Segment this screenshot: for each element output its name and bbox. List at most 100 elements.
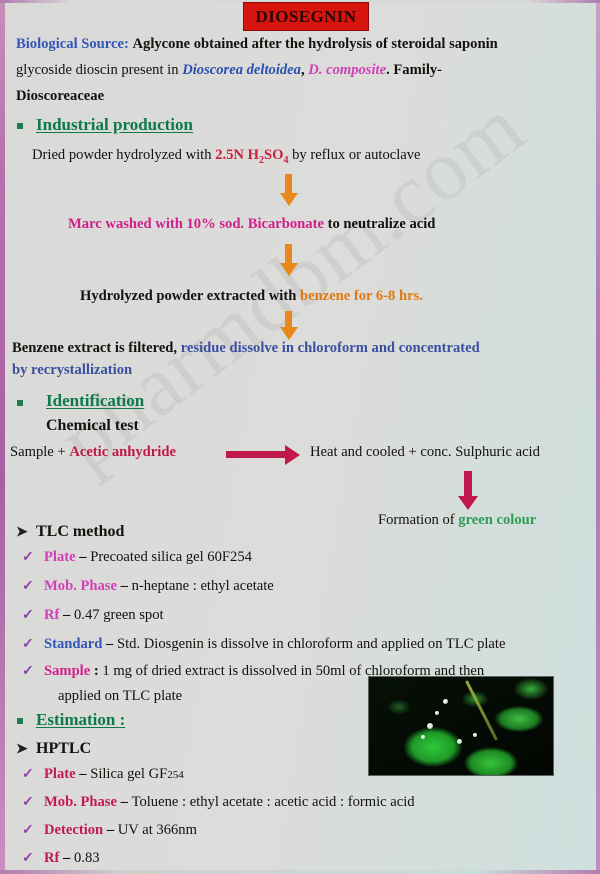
tlc-row-2-sep: – xyxy=(59,607,74,623)
tlc-row-4: Sample : 1 mg of dried extract is dissol… xyxy=(44,663,484,680)
estimation-row-1: Mob. Phase – Toluene : ethyl acetate : a… xyxy=(44,794,415,811)
industrial-step-3b: benzene for 6-8 hrs. xyxy=(299,288,423,304)
tlc-sample-continuation: applied on TLC plate xyxy=(58,688,183,704)
tlc-row-4-label: Sample xyxy=(44,663,91,679)
water-droplet xyxy=(443,699,448,704)
tlc-row-1-sep: – xyxy=(116,578,132,594)
biological-source-text-2a: glycoside dioscin present in xyxy=(16,62,183,78)
industrial-step-4b: residue dissolve in chloroform and conce… xyxy=(180,340,480,356)
square-bullet-icon-identification xyxy=(17,400,23,406)
industrial-step-1b: 2.5N H2SO4 xyxy=(215,147,289,166)
tlc-row-3-value: Std. Diosgenin is dissolve in chloroform… xyxy=(117,636,506,652)
industrial-step-2: Marc washed with 10% sod. Bicarbonate to… xyxy=(68,216,435,233)
check-bullet-icon-tlc-1: ✓ xyxy=(22,579,34,594)
reaction-right: Heat and cooled + conc. Sulphuric acid xyxy=(310,444,540,460)
check-bullet-icon-tlc-4: ✓ xyxy=(22,664,34,679)
tlc-row-3-label: Standard xyxy=(44,636,103,652)
species-d-composite: D. composite xyxy=(308,62,387,78)
industrial-step-1a: Dried powder hydrolyzed with xyxy=(32,147,216,163)
industrial-step-2b: to neutralize acid xyxy=(323,216,436,232)
family-label: Family- xyxy=(393,62,443,78)
estimation-row-1-value: Toluene : ethyl acetate : acetic acid : … xyxy=(131,794,415,810)
subheading-hptlc: HPTLC xyxy=(36,740,92,757)
water-droplet xyxy=(473,733,477,737)
biological-source-label: Biological Source: xyxy=(16,36,129,52)
estimation-row-0-sep: – xyxy=(75,766,91,782)
heading-identification: Identification xyxy=(46,391,145,410)
right-border-accent xyxy=(596,0,600,874)
reaction-left-a: Sample + xyxy=(10,444,70,460)
subheading-chemical-test: Chemical test xyxy=(46,417,139,434)
slide-title-box: DIOSEGNIN xyxy=(243,2,369,31)
reaction-result-a: Formation of xyxy=(378,512,459,528)
species-dioscorea-deltoidea: Dioscorea deltoidea xyxy=(182,62,301,78)
water-droplet xyxy=(435,711,439,715)
left-border-accent xyxy=(0,0,5,874)
tlc-row-4-sep: : xyxy=(90,663,103,679)
check-bullet-icon-est-3: ✓ xyxy=(22,851,34,866)
species-period: . xyxy=(386,62,390,78)
square-bullet-icon-industrial xyxy=(17,123,23,129)
chevron-bullet-icon-tlc: ➤ xyxy=(16,525,28,540)
check-bullet-icon-est-2: ✓ xyxy=(22,823,34,838)
tlc-row-4-value: 1 mg of dried extract is dissolved in 50… xyxy=(102,663,485,679)
water-droplet xyxy=(457,739,462,744)
estimation-row-2: Detection – UV at 366nm xyxy=(44,822,197,839)
reaction-left: Sample + Acetic anhydride xyxy=(10,444,176,461)
estimation-row-3: Rf – 0.83 xyxy=(44,850,100,867)
tlc-row-0: Plate – Precoated silica gel 60F254 xyxy=(44,549,252,566)
industrial-step-4c: by recrystallization xyxy=(12,362,133,378)
reaction-reagent-acetic-anhydride: Acetic anhydride xyxy=(69,444,176,460)
top-border-accent xyxy=(0,0,600,3)
estimation-row-1-sep: – xyxy=(116,794,132,810)
tlc-row-3: Standard – Std. Diosgenin is dissolve in… xyxy=(44,636,600,653)
green-leaves-photo xyxy=(368,676,554,776)
industrial-step-4: Benzene extract is filtered, residue dis… xyxy=(12,340,592,357)
biological-source-line-1: Biological Source: Aglycone obtained aft… xyxy=(16,36,588,53)
check-bullet-icon-est-1: ✓ xyxy=(22,795,34,810)
check-bullet-icon-tlc-0: ✓ xyxy=(22,550,34,565)
estimation-row-2-sep: – xyxy=(103,822,118,838)
water-droplet xyxy=(421,735,425,739)
tlc-row-3-sep: – xyxy=(102,636,117,652)
industrial-step-3: Hydrolyzed powder extracted with benzene… xyxy=(80,288,423,305)
bottom-border-accent xyxy=(0,870,600,874)
industrial-step-4a: Benzene extract is filtered, xyxy=(12,340,181,356)
water-droplet xyxy=(427,723,433,729)
biological-source-text-1: Aglycone obtained after the hydrolysis o… xyxy=(132,36,498,52)
tlc-row-2: Rf – 0.47 green spot xyxy=(44,607,164,624)
estimation-row-2-value: UV at 366nm xyxy=(117,822,197,838)
heading-industrial-production: Industrial production xyxy=(36,115,193,134)
page-title: DIOSEGNIN xyxy=(255,6,357,26)
heading-tlc-method: TLC method xyxy=(36,523,125,540)
estimation-row-0-value: Silica gel GF xyxy=(90,766,168,782)
tlc-row-0-label: Plate xyxy=(44,549,76,565)
estimation-row-2-label: Detection xyxy=(44,822,104,838)
estimation-row-0-label: Plate xyxy=(44,766,76,782)
tlc-row-1-value: n-heptane : ethyl acetate xyxy=(131,578,274,594)
estimation-row-0: Plate – Silica gel GF254 xyxy=(44,766,184,783)
family-value: Dioscoreaceae xyxy=(16,88,105,104)
tlc-row-1-label: Mob. Phase xyxy=(44,578,117,594)
estimation-row-3-value: 0.83 xyxy=(74,850,100,866)
estimation-row-0-sub: 254 xyxy=(167,769,184,781)
check-bullet-icon-tlc-3: ✓ xyxy=(22,637,34,652)
tlc-row-0-value: Precoated silica gel 60F254 xyxy=(90,549,252,565)
check-bullet-icon-est-0: ✓ xyxy=(22,767,34,782)
tlc-row-2-label: Rf xyxy=(44,607,60,623)
square-bullet-icon-estimation xyxy=(17,718,23,724)
industrial-step-1: Dried powder hydrolyzed with 2.5N H2SO4 … xyxy=(32,147,421,166)
biological-source-line-2: glycoside dioscin present in Dioscorea d… xyxy=(16,62,588,79)
industrial-step-1c: by reflux or autoclave xyxy=(288,147,421,163)
estimation-row-3-sep: – xyxy=(59,850,74,866)
estimation-row-1-label: Mob. Phase xyxy=(44,794,117,810)
check-bullet-icon-tlc-2: ✓ xyxy=(22,608,34,623)
species-separator: , xyxy=(300,62,309,78)
reaction-result: Formation of green colour xyxy=(378,512,536,529)
plant-stem-detail xyxy=(465,680,498,741)
tlc-row-0-sep: – xyxy=(75,549,91,565)
estimation-row-3-label: Rf xyxy=(44,850,60,866)
chevron-bullet-icon-hptlc: ➤ xyxy=(16,742,28,757)
